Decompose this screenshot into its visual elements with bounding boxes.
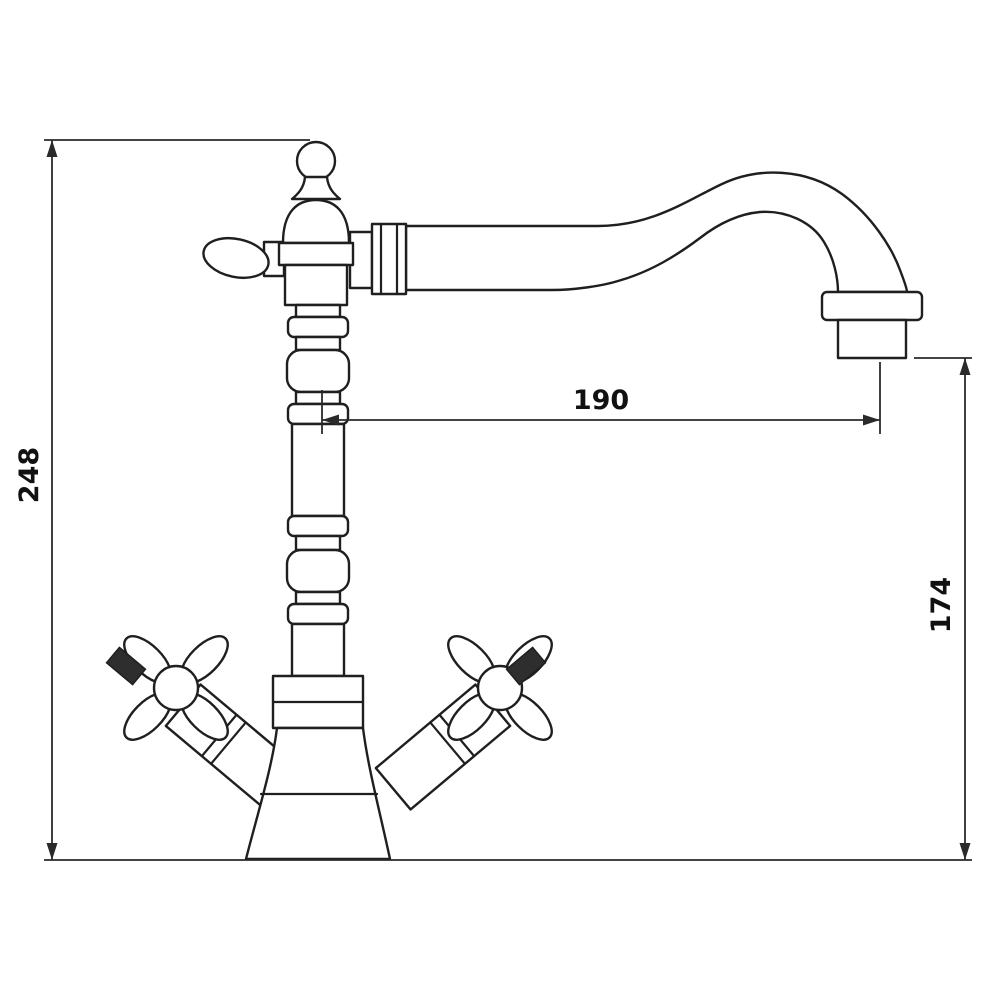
upper-lever-handle: [202, 236, 270, 280]
left-handle-index-cap: [105, 646, 147, 686]
dimension-label-174: 174: [926, 577, 957, 633]
column: [285, 303, 351, 678]
body-main: [283, 263, 349, 307]
dimension-label-190: 190: [573, 385, 629, 416]
body-collar: [277, 241, 355, 267]
dimension-label-248: 248: [14, 447, 45, 503]
spout-flange: [820, 290, 924, 322]
arrowhead-down: [959, 843, 971, 860]
faucet-outline: [105, 140, 924, 861]
left-cross-handle: [123, 635, 229, 741]
body-dome: [281, 198, 351, 245]
dimension-spout-reach: 190: [321, 362, 881, 434]
arrowhead-up: [959, 358, 971, 375]
arrowhead-down: [46, 843, 58, 860]
spout-nut: [370, 222, 408, 296]
arrowhead-left: [322, 414, 339, 426]
finial-ball: [295, 140, 337, 182]
dimension-overall-height: 248: [14, 139, 310, 860]
right-handle-index-cap: [505, 646, 547, 686]
dimension-outlet-height: 174: [914, 357, 972, 860]
spout-outlet: [836, 318, 908, 360]
arrowhead-right: [863, 414, 880, 426]
faucet-spout: [404, 171, 909, 294]
arrowhead-up: [46, 140, 58, 157]
spout-nut-ridges: [379, 222, 399, 296]
finial-neck: [290, 175, 342, 201]
